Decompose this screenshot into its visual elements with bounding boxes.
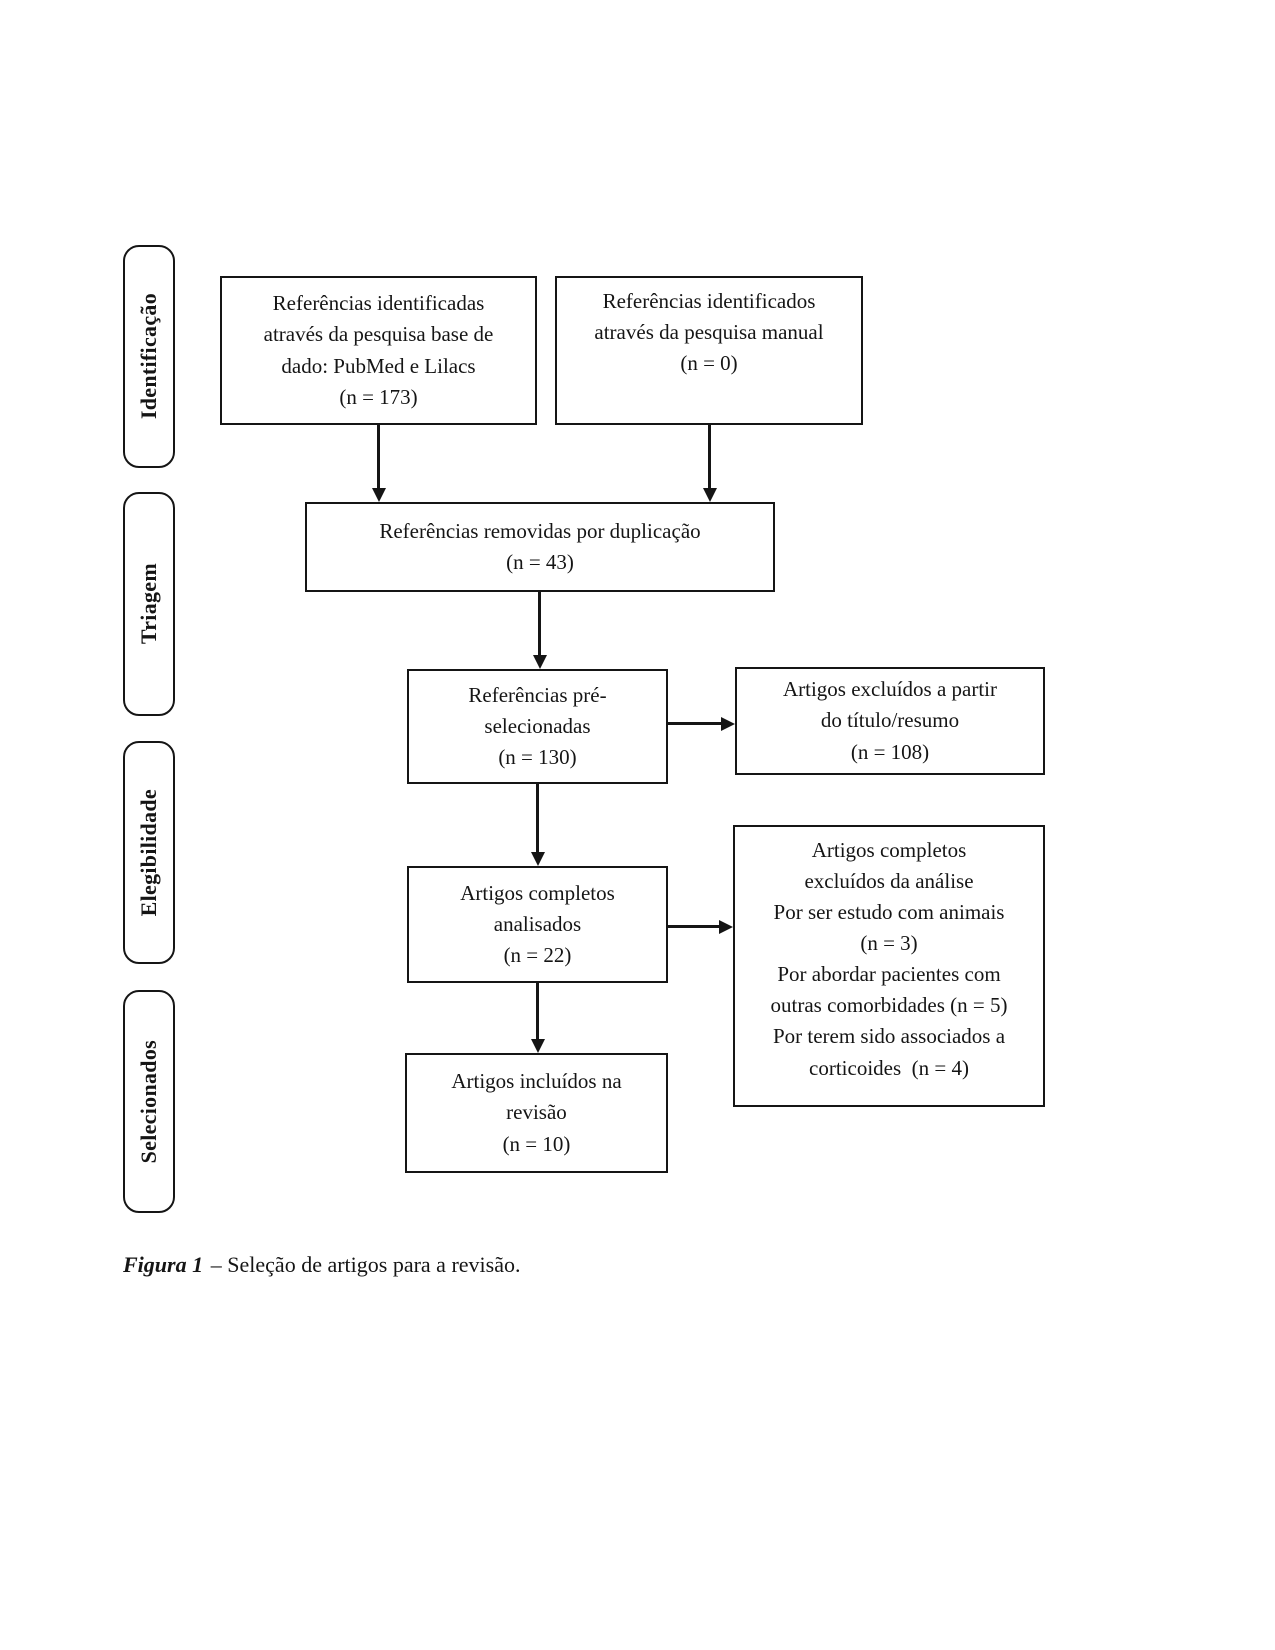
node-articles-excluded-title-abstract: Artigos excluídos a partir do título/res… xyxy=(735,667,1045,775)
stage-label-elegibilidade: Elegibilidade xyxy=(136,788,161,917)
node-articles-included-review: Artigos incluídos na revisão (n = 10) xyxy=(405,1053,668,1173)
arrow-manual-to-duplicates xyxy=(702,425,717,502)
arrow-duplicates-to-preselected xyxy=(532,592,547,669)
stage-label-selecionados: Selecionados xyxy=(136,1039,161,1164)
stage-box-elegibilidade: Elegibilidade xyxy=(123,741,175,964)
figure-caption-text: – Seleção de artigos para a revisão. xyxy=(210,1252,521,1277)
node-fulltext-articles-analyzed-text: Artigos completos analisados (n = 22) xyxy=(460,880,615,968)
figure-caption: Figura 1– Seleção de artigos para a revi… xyxy=(123,1252,520,1278)
node-references-preselected-text: Referências pré- selecionadas (n = 130) xyxy=(468,682,607,770)
arrow-fulltext-to-excluded xyxy=(668,919,733,934)
figure-caption-label: Figura 1 xyxy=(123,1252,204,1277)
node-articles-excluded-title-abstract-text: Artigos excluídos a partir do título/res… xyxy=(782,677,998,764)
stage-label-triagem: Triagem xyxy=(136,563,161,645)
stage-box-triagem: Triagem xyxy=(123,492,175,716)
node-references-identified-manual-text: Referências identificados através da pes… xyxy=(594,289,824,376)
node-references-preselected: Referências pré- selecionadas (n = 130) xyxy=(407,669,668,784)
arrow-fulltext-to-included xyxy=(530,983,545,1053)
node-references-removed-duplicates-text: Referências removidas por duplicação (n … xyxy=(379,518,701,574)
stage-box-selecionados: Selecionados xyxy=(123,990,175,1213)
node-fulltext-articles-excluded: Artigos completos excluídos da análise P… xyxy=(733,825,1045,1107)
node-fulltext-articles-analyzed: Artigos completos analisados (n = 22) xyxy=(407,866,668,983)
node-references-identified-manual: Referências identificados através da pes… xyxy=(555,276,863,425)
arrow-database-to-duplicates xyxy=(371,425,386,502)
node-fulltext-articles-excluded-text: Artigos completos excluídos da análise P… xyxy=(770,838,1008,1080)
node-references-identified-database-text: Referências identificadas através da pes… xyxy=(263,291,494,409)
node-articles-included-review-text: Artigos incluídos na revisão (n = 10) xyxy=(451,1069,622,1156)
stage-label-identificacao: Identificação xyxy=(136,293,161,420)
arrow-preselected-to-fulltext xyxy=(530,784,545,866)
stage-box-identificacao: Identificação xyxy=(123,245,175,468)
node-references-removed-duplicates: Referências removidas por duplicação (n … xyxy=(305,502,775,592)
node-references-identified-database: Referências identificadas através da pes… xyxy=(220,276,537,425)
arrow-preselected-to-excluded xyxy=(668,716,735,731)
